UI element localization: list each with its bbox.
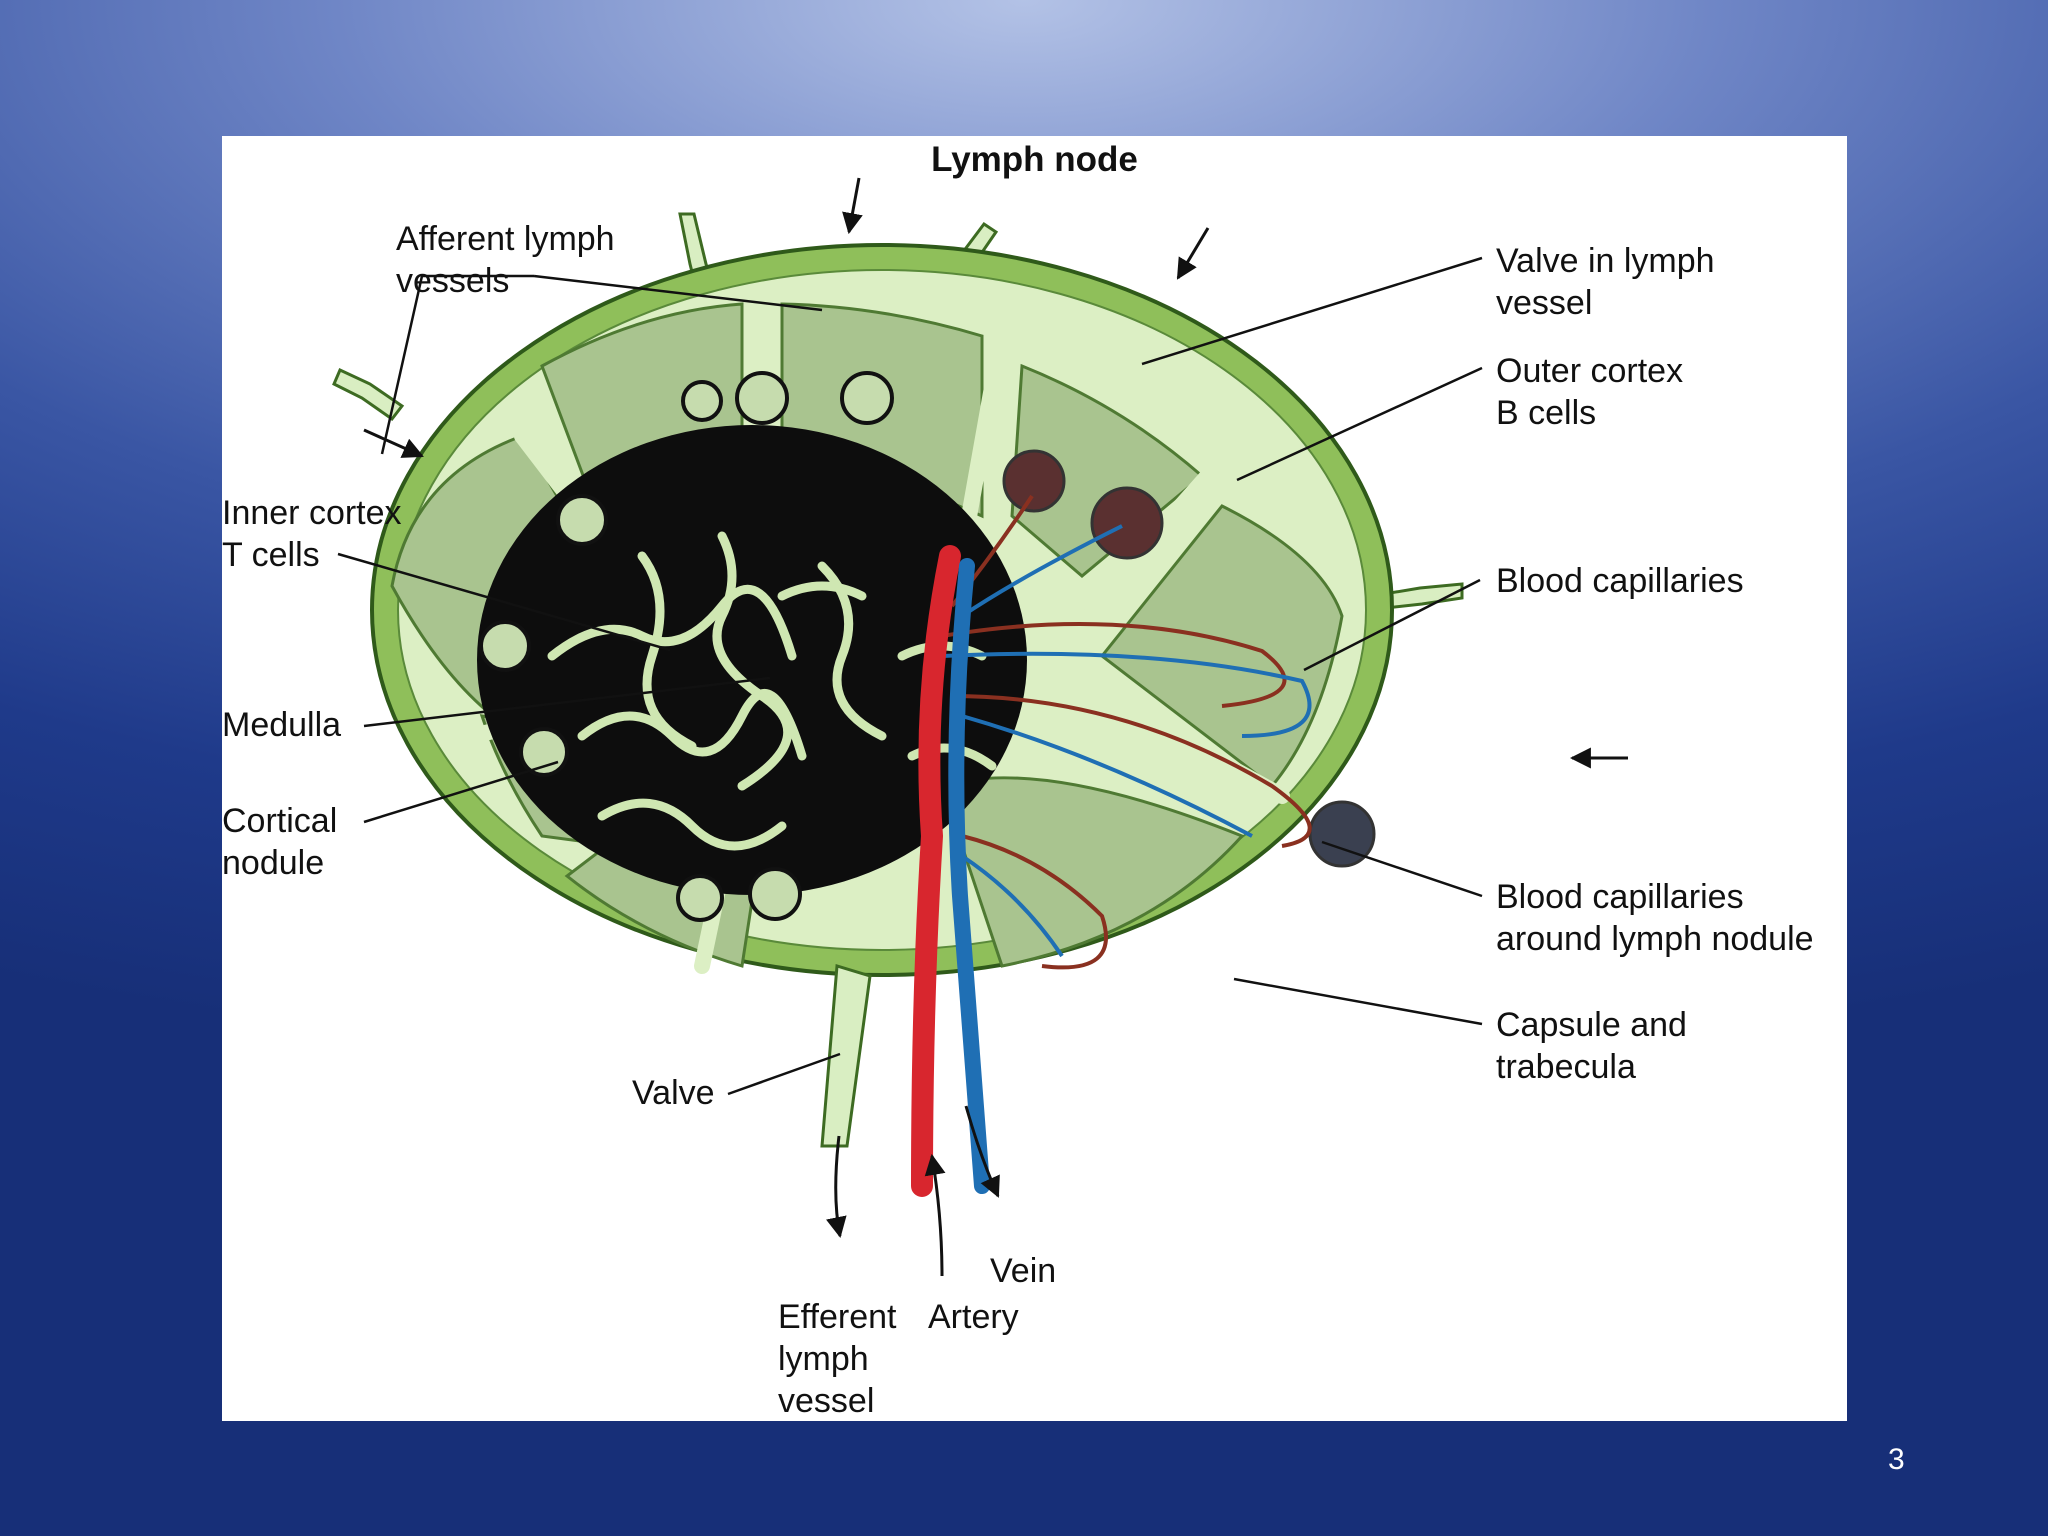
label-valve-in-lymph-vessel: Valve in lymph vessel [1496,242,1715,322]
label-capsule-and-trabecula: Capsule and trabecula [1496,1006,1687,1086]
label-artery: Artery [928,1298,1019,1336]
cortical-nodules [479,371,894,922]
leader-lines [337,256,1483,1096]
label-medulla: Medulla [222,706,342,744]
label-outer-cortex: Outer cortex B cells [1496,352,1684,432]
lymph-node-figure: Lymph node Afferent lymph vessels Valve … [222,136,1847,1421]
figure-title: Lymph node [931,140,1138,179]
lymph-node-diagram [332,177,1628,1277]
capillary-nodules [1002,449,1376,868]
label-valve: Valve [632,1074,715,1112]
label-vein: Vein [990,1252,1057,1290]
flow-arrows [363,177,1628,1277]
label-cortical-nodule: Cortical nodule [222,802,338,882]
capillary-loops [941,494,1312,970]
label-blood-capillaries: Blood capillaries [1496,562,1744,600]
page-number: 3 [1888,1443,1905,1476]
label-blood-capillaries-around-nodule: Blood capillaries around lymph nodule [1496,878,1814,958]
medulla [477,425,1027,895]
artery-vein [911,545,990,1197]
label-efferent-lymph-vessel: Efferent lymph vessel [778,1298,897,1420]
label-afferent-lymph-vessels: Afferent lymph vessels [396,220,615,300]
label-inner-cortex: Inner cortex T cells [222,494,402,574]
efferent-lymph-vessel [820,964,872,1148]
